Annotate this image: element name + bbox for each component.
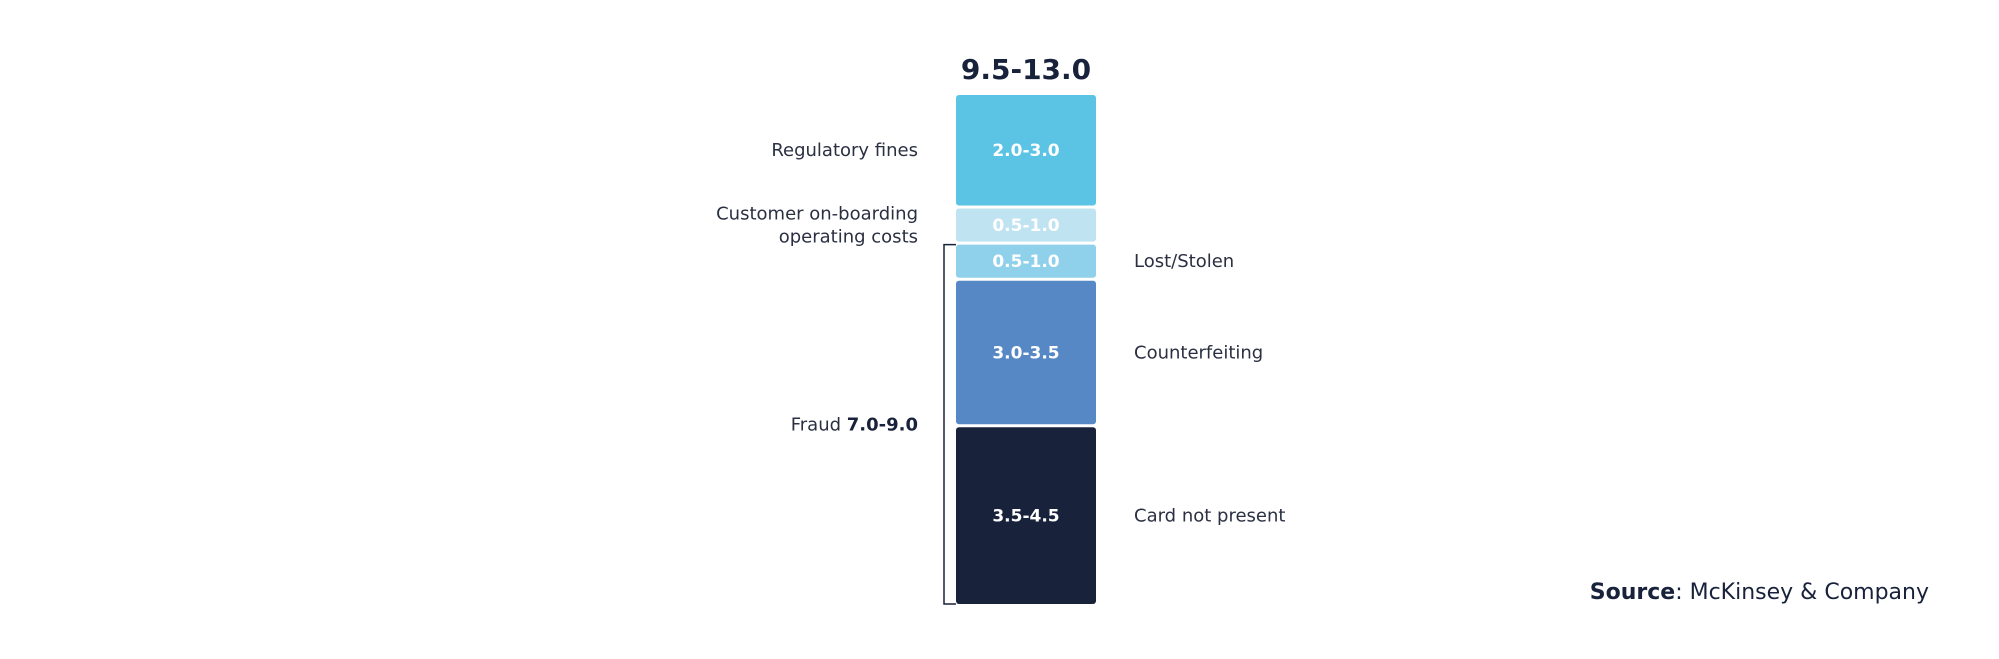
bar-segment-card-not-present bbox=[956, 427, 1096, 604]
bar-segments bbox=[956, 95, 1096, 604]
fraud-group: Fraud 7.0-9.0 bbox=[791, 243, 956, 605]
bar-segment-customer-on-boarding-operating-costs bbox=[956, 208, 1096, 242]
category-label-counterfeiting: Counterfeiting bbox=[1134, 343, 1263, 364]
bar-segment-counterfeiting bbox=[956, 280, 1096, 425]
bar-segment-regulatory-fines bbox=[956, 95, 1096, 206]
value-label-customer-on-boarding-operating-costs: 0.5-1.0 bbox=[992, 216, 1059, 236]
segment-labels: 2.0-3.0 Regulatory fines 0.5-1.0 Customer o… bbox=[716, 140, 1285, 526]
source-label: Source bbox=[1589, 580, 1676, 605]
bar-segment-lost-stolen bbox=[956, 244, 1096, 278]
source-note: Source: McKinsey & Company bbox=[1590, 580, 1929, 605]
fraud-prefix: Fraud bbox=[791, 414, 847, 435]
value-label-card-not-present: 3.5-4.5 bbox=[992, 507, 1059, 527]
value-label-lost-stolen: 0.5-1.0 bbox=[992, 252, 1059, 272]
total-label: 9.5-13.0 bbox=[961, 53, 1091, 86]
value-label-regulatory-fines: 2.0-3.0 bbox=[992, 141, 1059, 161]
value-label-counterfeiting: 3.0-3.5 bbox=[992, 344, 1059, 364]
source-text: : McKinsey & Company bbox=[1675, 580, 1929, 605]
category-label-card-not-present: Card not present bbox=[1134, 506, 1285, 527]
category-label-lost-stolen: Lost/Stolen bbox=[1134, 251, 1234, 272]
category-label-regulatory-fines: Regulatory fines bbox=[771, 140, 918, 161]
fraud-bracket bbox=[943, 243, 956, 605]
fraud-value: 7.0-9.0 bbox=[847, 414, 918, 435]
fraud-group-label: Fraud 7.0-9.0 bbox=[791, 414, 918, 435]
